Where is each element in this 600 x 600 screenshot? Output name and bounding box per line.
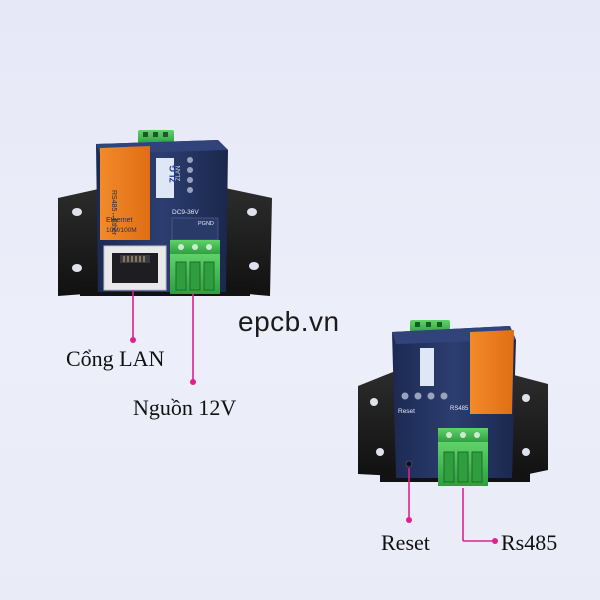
model-label: ZLAN <box>176 166 182 181</box>
orange-side-panel-rear <box>470 330 514 414</box>
screw-hole-icon <box>370 398 378 406</box>
callout-pin-lan <box>130 290 136 343</box>
callout-pin-power <box>190 294 196 385</box>
rs485-print-label: RS485 <box>450 406 469 412</box>
ethernet-label: Ethernet <box>106 217 133 224</box>
status-led-row-front <box>187 157 193 193</box>
brand-logo-rear <box>420 348 434 386</box>
voltage-label: DC9-36V <box>172 209 199 216</box>
top-terminal-block-front <box>138 130 174 144</box>
power-label: Nguồn 12V <box>133 395 237 420</box>
screw-hole-icon <box>522 448 530 456</box>
device-front-view: RS485↔Ether Ethernet 10M/100M ZLG ZLAN D… <box>58 130 272 385</box>
ethernet-port <box>103 245 167 291</box>
brand-logo: ZLG <box>156 158 178 198</box>
reset-print-label: Reset <box>398 408 415 415</box>
reset-label: Reset <box>381 530 430 555</box>
screw-hole-icon <box>72 264 82 272</box>
reset-hole <box>405 460 413 468</box>
status-led-row-rear <box>401 392 448 400</box>
screw-hole-icon <box>247 208 257 216</box>
device-rear-view: Reset RS485 <box>358 320 548 544</box>
power-terminal-block <box>170 240 220 294</box>
screw-hole-icon <box>522 394 530 402</box>
rs485-terminal-block <box>438 428 488 486</box>
screw-hole-icon <box>249 262 259 270</box>
watermark: epcb.vn <box>238 306 340 337</box>
screw-hole-icon <box>72 208 82 216</box>
pgnd-label: PGND <box>198 221 214 227</box>
callout-pin-reset <box>406 468 412 523</box>
screw-hole-icon <box>376 448 384 456</box>
rs485-label: Rs485 <box>501 530 558 555</box>
orange-side-panel: RS485↔Ether Ethernet 10M/100M <box>100 146 150 240</box>
lan-port-label: Cổng LAN <box>66 346 165 371</box>
callout-pin-rs485 <box>462 488 498 544</box>
panel-vertical-text: RS485↔Ether <box>110 190 117 236</box>
speed-label: 10M/100M <box>106 227 137 234</box>
svg-text:ZLG: ZLG <box>168 165 178 183</box>
